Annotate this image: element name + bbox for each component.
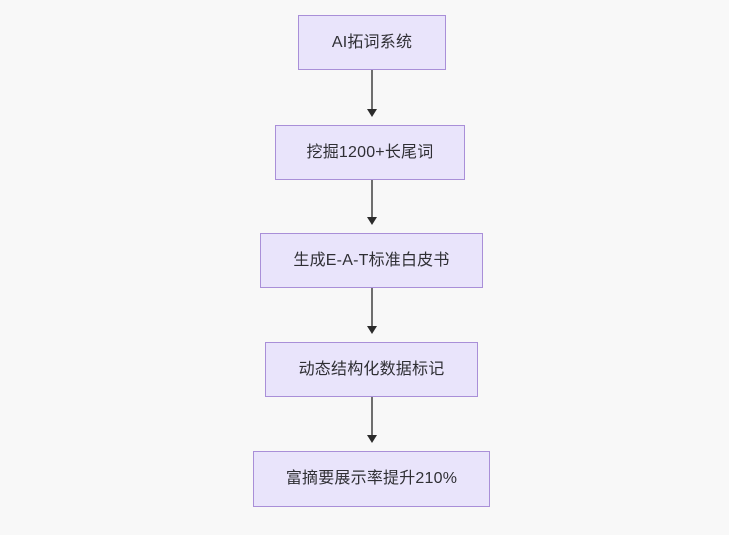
flow-node-generate-eat-whitepaper[interactable]: 生成E-A-T标准白皮书 xyxy=(260,233,483,288)
arrowhead-icon xyxy=(367,326,377,334)
edge-line xyxy=(371,397,373,436)
edge-line xyxy=(371,288,373,327)
edge-line xyxy=(371,180,373,218)
flow-node-mine-longtail-keywords[interactable]: 挖掘1200+长尾词 xyxy=(275,125,465,180)
arrowhead-icon xyxy=(367,435,377,443)
flow-node-ai-keyword-system[interactable]: AI拓词系统 xyxy=(298,15,446,70)
flow-node-dynamic-structured-data[interactable]: 动态结构化数据标记 xyxy=(265,342,478,397)
arrowhead-icon xyxy=(367,109,377,117)
flow-node-rich-snippet-uplift[interactable]: 富摘要展示率提升210% xyxy=(253,451,490,507)
arrowhead-icon xyxy=(367,217,377,225)
edge-line xyxy=(371,70,373,110)
